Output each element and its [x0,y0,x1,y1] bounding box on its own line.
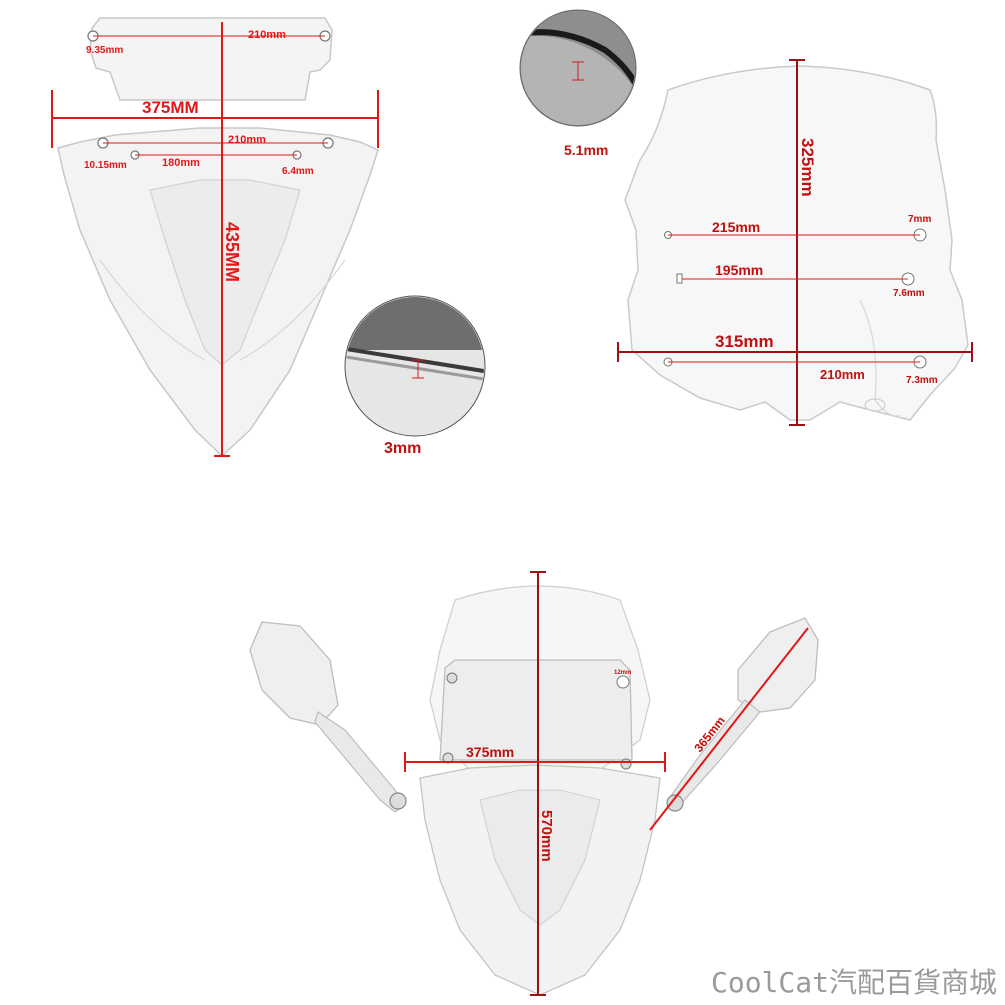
dim-row2-hole: 7.6mm [893,288,925,299]
dim-screen-width: 315mm [715,332,774,351]
assembly-drawing: 375mm 570mm 365mm 12mm [249,571,819,996]
dim-assembly-height: 570mm [538,810,555,862]
windscreen-drawing: 325mm 215mm 7mm 195mm 7.6mm 315mm 210mm … [617,59,973,426]
front-fairing-drawing: 210mm 9.35mm 375MM 210mm 10.15mm 180mm 6… [51,17,379,458]
dim-hole-tag: 12mm [614,670,631,676]
thickness-detail-2: 3mm [344,295,486,457]
dim-row1-hole: 7mm [908,214,931,225]
left-mirror-arm [314,711,406,813]
fairing-top-bracket [89,17,333,101]
dim-width-mid: 210mm [228,134,266,146]
dim-row1-width: 215mm [712,219,760,235]
thickness-detail-1: 5.1mm [519,9,637,158]
dim-width-inner: 180mm [162,157,200,169]
mount-hole [616,675,630,689]
dim-row3-hole: 7.3mm [906,375,938,386]
watermark: CoolCat汽配百貨商城 [710,966,997,999]
assembly-bracket [439,659,633,761]
dim-width-top: 210mm [248,29,286,41]
fairing-inner-vent [149,179,301,366]
dim-assembly-width: 375mm [466,744,514,760]
dim-width: 375MM [142,98,199,117]
dim-height: 435MM [222,222,242,282]
mount-hole [620,758,632,770]
mount-hole [446,672,458,684]
dim-thickness-1: 5.1mm [564,142,608,158]
dim-hole-small: 6.4mm [282,166,314,177]
mount-slot [676,273,683,284]
dim-hole-top: 9.35mm [86,45,123,56]
left-mirror-glass [249,621,339,726]
dim-thickness-2: 3mm [384,440,421,457]
dim-screen-height: 325mm [798,138,817,197]
dim-hole-mid: 10.15mm [84,160,127,171]
dim-row2-width: 195mm [715,262,763,278]
dim-row3-width: 210mm [820,367,865,382]
